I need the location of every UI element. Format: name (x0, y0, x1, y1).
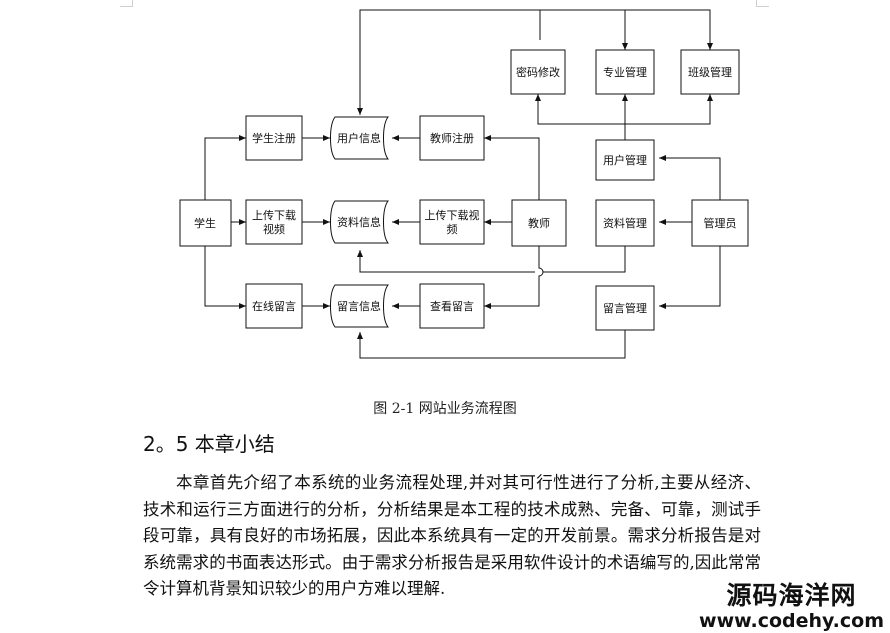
student-box (179, 199, 232, 247)
upload-download-teacher-box (419, 199, 485, 245)
figure-caption: 图 2-1 网站业务流程图 (373, 401, 517, 417)
admin-box (691, 199, 749, 247)
material-manage-box (595, 199, 655, 247)
user-info-doc (330, 116, 389, 160)
message-manage-box (595, 285, 655, 331)
message-manage-label: 留言管理 (603, 301, 647, 315)
flow-line (659, 246, 721, 309)
admin-label: 管理员 (704, 216, 737, 230)
flow-line (659, 155, 721, 200)
upload-download-teacher-line2: 频 (447, 222, 458, 236)
flow-line (357, 330, 626, 359)
upload-download-student-line1: 上传下载 (252, 209, 296, 222)
flow-line (484, 135, 540, 200)
material-info-doc (330, 200, 389, 244)
paragraph-text: 本章首先介绍了本系统的业务流程处理,并对其可行性进行了分析,主要从经济、技术和运… (143, 473, 761, 598)
material-info-label: 资料信息 (337, 215, 381, 229)
flow-line (204, 246, 246, 309)
teacher-register-box (419, 115, 485, 161)
user-manage-label: 用户管理 (603, 153, 647, 167)
upload-download-student-box (245, 199, 303, 245)
flow-line (537, 94, 711, 125)
flow-line (204, 135, 246, 200)
section-heading: 2。5 本章小结 (143, 432, 275, 456)
page-corner-mark-left (120, 0, 133, 7)
business-flow-diagram: 密码修改 专业管理 班级管理 学生注册 用户信息 教师注册 用户管理 学生 上传… (179, 9, 749, 359)
online-message-box (245, 283, 303, 329)
teacher-label: 教师 (528, 217, 550, 230)
flow-line (360, 246, 626, 273)
flow-line (357, 9, 540, 115)
student-label: 学生 (194, 216, 216, 230)
user-manage-box (595, 139, 655, 181)
message-info-label: 留言信息 (337, 299, 381, 313)
password-modify-box (510, 49, 566, 95)
class-manage-label: 班级管理 (688, 65, 732, 79)
material-manage-label: 资料管理 (603, 216, 647, 230)
section-paragraph: 本章首先介绍了本系统的业务流程处理,并对其可行性进行了分析,主要从经济、技术和运… (143, 470, 761, 603)
student-register-box (245, 115, 303, 161)
view-message-label: 查看留言 (430, 299, 474, 313)
teacher-register-label: 教师注册 (430, 131, 474, 145)
major-manage-label: 专业管理 (603, 65, 647, 79)
student-register-label: 学生注册 (252, 131, 296, 145)
watermark-url: www.codehy.com (699, 610, 884, 632)
flow-line (484, 246, 544, 309)
teacher-box (511, 199, 567, 247)
class-manage-box (680, 49, 740, 95)
site-watermark: 源码海洋网 www.codehy.com (699, 576, 884, 632)
major-manage-box (595, 49, 655, 95)
message-info-doc (330, 284, 389, 328)
online-message-label: 在线留言 (252, 299, 296, 313)
watermark-name: 源码海洋网 (726, 581, 857, 610)
upload-download-student-line2: 视频 (263, 222, 285, 236)
page-corner-mark-right (756, 0, 769, 7)
view-message-box (419, 283, 485, 329)
password-modify-label: 密码修改 (516, 65, 560, 79)
upload-download-teacher-line1: 上传下载视 (425, 208, 480, 222)
user-info-label: 用户信息 (337, 131, 381, 145)
